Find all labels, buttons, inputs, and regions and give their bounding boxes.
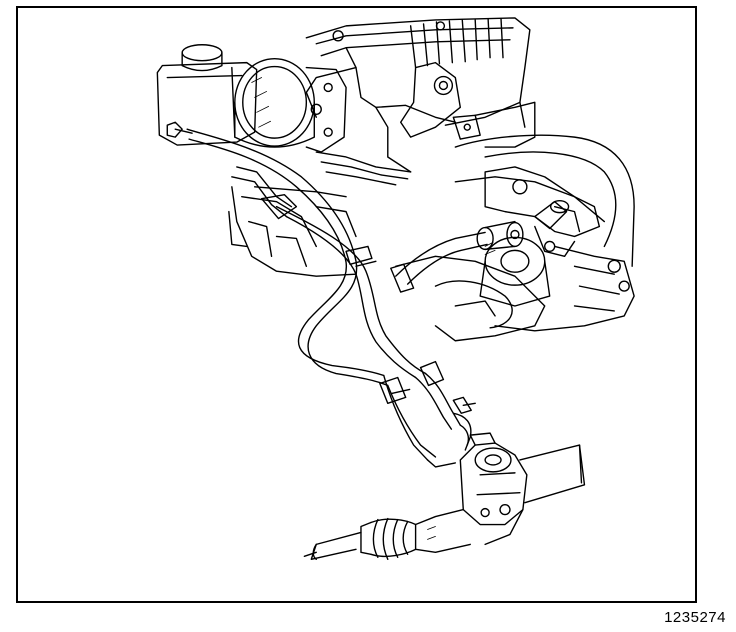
rack-boot bbox=[361, 519, 416, 560]
pressure-hose bbox=[232, 167, 426, 378]
pump-outlet-fittings bbox=[391, 201, 575, 306]
engine-block bbox=[306, 18, 634, 341]
shading bbox=[252, 78, 495, 540]
figure-id-label: 1235274 bbox=[664, 609, 726, 626]
steering-rack bbox=[304, 433, 584, 559]
power-steering-illustration bbox=[18, 8, 695, 601]
engine-left-side bbox=[229, 187, 356, 276]
diagram-frame bbox=[16, 6, 697, 603]
reservoir-and-pump bbox=[157, 45, 410, 185]
rack-feed-lines bbox=[380, 362, 475, 467]
return-hose bbox=[187, 129, 388, 385]
